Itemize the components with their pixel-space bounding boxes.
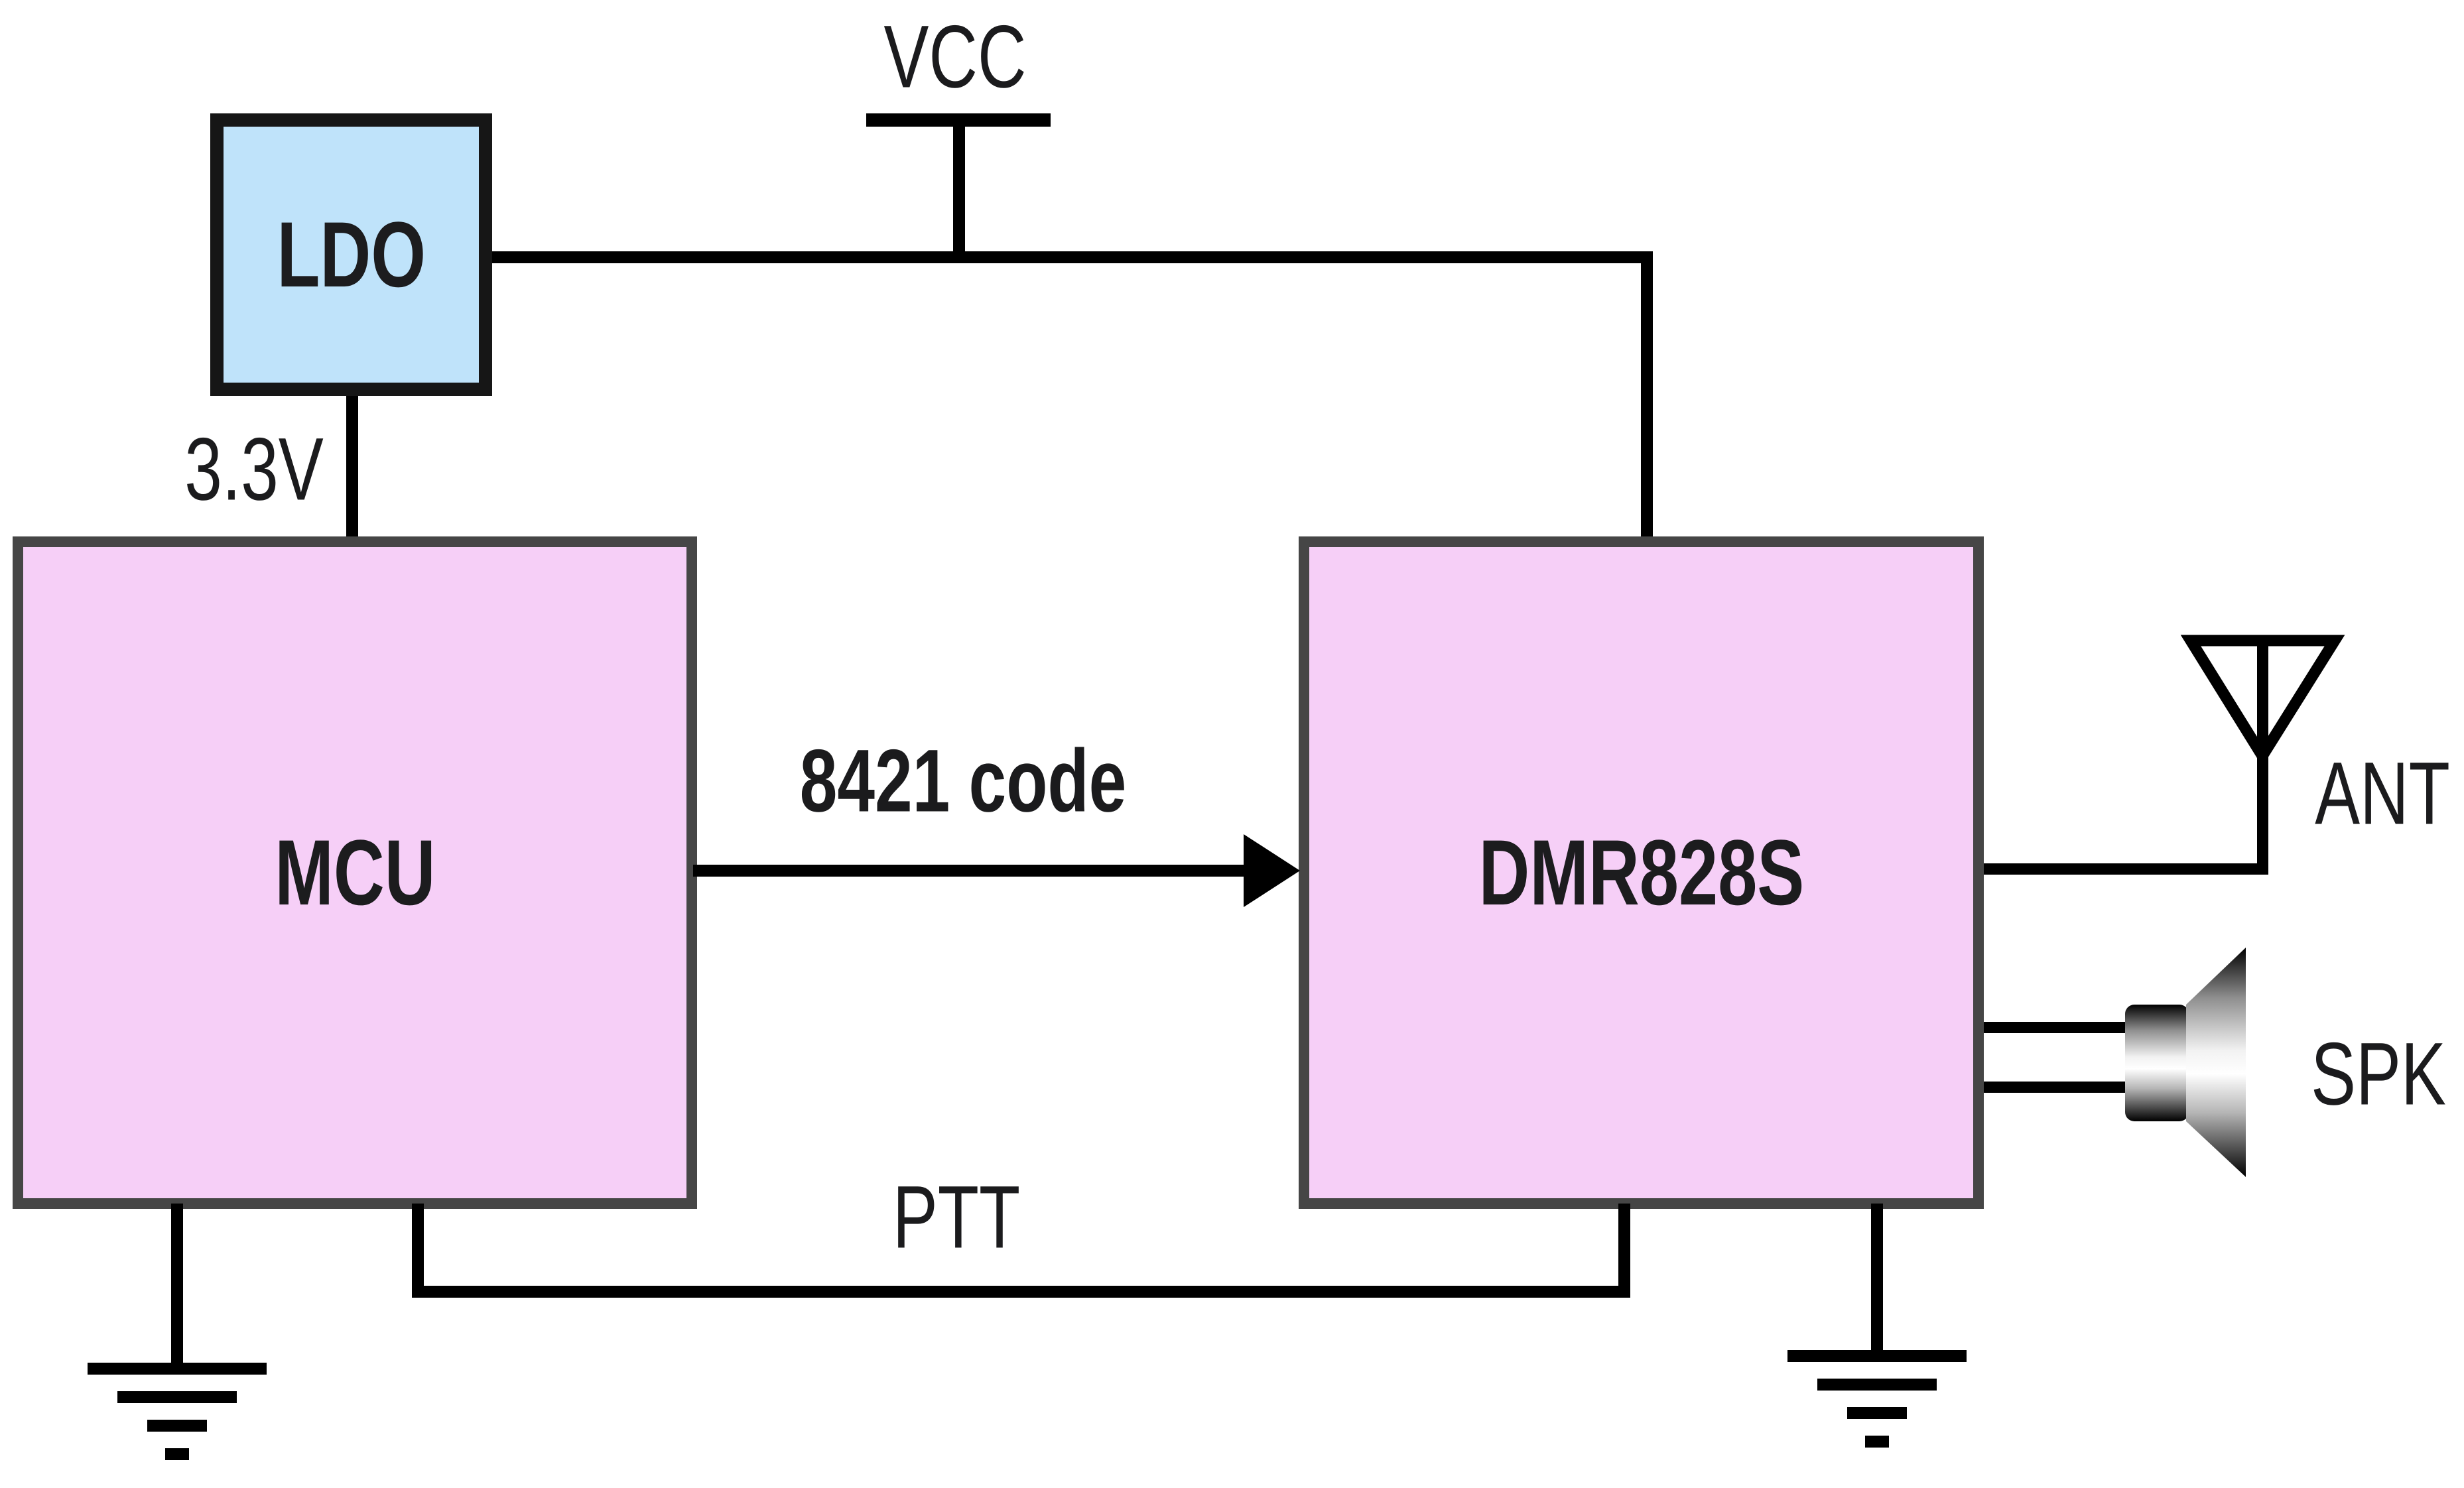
ptt-wire-horizontal — [412, 1286, 1630, 1298]
ldo-block-label: LDO — [277, 202, 426, 306]
ground-bar — [1817, 1379, 1937, 1391]
mcu-ground-wire — [171, 1204, 183, 1368]
data-bus-arrow-shaft — [693, 865, 1248, 877]
dmr828s-block-label: DMR828S — [1478, 820, 1804, 924]
ground-bar — [1787, 1350, 1967, 1362]
arrowhead-icon — [1244, 834, 1300, 907]
dmr828s-ground-wire — [1871, 1204, 1883, 1356]
vcc-to-dmr828s-wire — [1641, 251, 1653, 542]
vcc-stem-wire — [953, 125, 965, 257]
antenna-icon — [2180, 635, 2345, 767]
dmr828s-to-speaker-wire-lower — [1984, 1082, 2128, 1093]
ptt-label: PTT — [892, 1168, 1021, 1267]
ground-bar — [117, 1391, 237, 1403]
speaker-icon — [2125, 948, 2246, 1177]
antenna-label: ANT — [2315, 744, 2450, 843]
mcu-block: MCU — [13, 536, 697, 1209]
ldo-to-mcu-wire — [346, 395, 358, 542]
ptt-wire-dmr828s-rise — [1618, 1204, 1630, 1298]
ground-bar — [1865, 1436, 1889, 1448]
vcc-rail-wire — [491, 251, 1653, 263]
dmr828s-block: DMR828S — [1299, 536, 1984, 1209]
speaker-label: SPK — [2311, 1024, 2446, 1124]
data-bus-label: 8421 code — [799, 731, 1127, 831]
ldo-block: LDO — [210, 113, 492, 396]
ground-bar — [165, 1448, 189, 1460]
ground-bar — [147, 1420, 207, 1432]
ptt-wire-mcu-drop — [412, 1204, 424, 1298]
dmr828s-to-antenna-wire — [1984, 863, 2263, 875]
dmr828s-to-speaker-wire-upper — [1984, 1022, 2128, 1033]
vcc-label: VCC — [883, 7, 1027, 107]
vcc-power-bar-icon — [866, 113, 1051, 127]
ground-bar — [1847, 1407, 1907, 1419]
ldo-output-label: 3.3V — [184, 420, 324, 519]
ground-bar — [88, 1363, 267, 1375]
mcu-block-label: MCU — [274, 820, 436, 924]
